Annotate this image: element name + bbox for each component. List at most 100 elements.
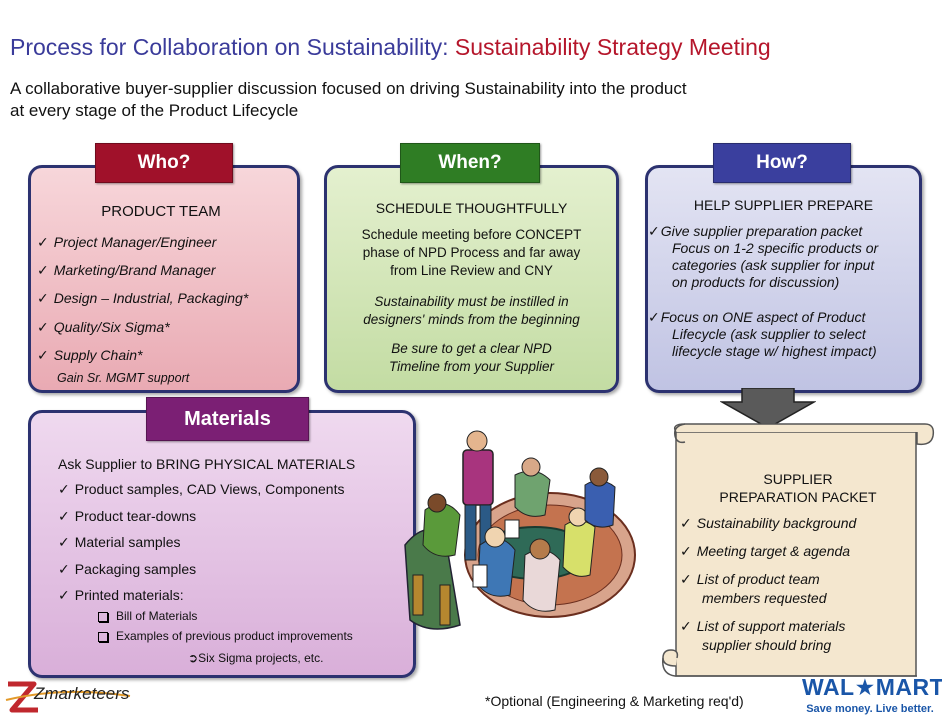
who-item-label: Supply Chain* bbox=[53, 347, 143, 363]
packet-title-line: PREPARATION PACKET bbox=[719, 489, 877, 505]
packet-title-line: SUPPLIER bbox=[763, 471, 833, 487]
materials-tab: Materials bbox=[146, 397, 309, 441]
checkbox-icon bbox=[98, 611, 108, 622]
materials-item-label: Product tear-downs bbox=[74, 508, 197, 524]
when-line: designers' minds from the beginning bbox=[363, 312, 580, 327]
page-title: Process for Collaboration on Sustainabil… bbox=[10, 34, 771, 61]
when-heading: SCHEDULE THOUGHTFULLY bbox=[375, 200, 568, 216]
packet-item: ✓List of product team bbox=[680, 570, 856, 589]
check-icon: ✓ bbox=[680, 571, 692, 587]
who-note: Gain Sr. MGMT support bbox=[57, 371, 190, 385]
packet-item-label: members requested bbox=[702, 590, 827, 606]
walmart-logo: WAL★MART Save money. Live better. bbox=[802, 674, 942, 720]
how-line: lifecycle stage w/ highest impact) bbox=[672, 343, 877, 359]
check-icon: ✓ bbox=[680, 543, 692, 559]
materials-sub-item: Bill of Materials bbox=[98, 609, 197, 623]
when-line: Timeline from your Supplier bbox=[389, 359, 554, 374]
packet-content: SUPPLIER PREPARATION PACKET ✓Sustainabil… bbox=[680, 470, 916, 653]
when-panel: SCHEDULE THOUGHTFULLY Schedule meeting b… bbox=[324, 165, 619, 393]
check-icon: ✓ bbox=[58, 534, 70, 550]
how-heading: HELP SUPPLIER PREPARE bbox=[693, 197, 874, 213]
who-item: ✓Marketing/Brand Manager bbox=[37, 262, 216, 279]
footer-note: *Optional (Engineering & Marketing req'd… bbox=[485, 693, 744, 709]
check-icon: ✓ bbox=[648, 309, 660, 325]
right-arrow-icon: ➲ bbox=[188, 651, 199, 665]
check-icon: ✓ bbox=[680, 618, 692, 634]
who-panel: PRODUCT TEAM ✓Project Manager/Engineer ✓… bbox=[28, 165, 300, 393]
when-line: Schedule meeting before CONCEPT bbox=[361, 227, 582, 242]
check-icon: ✓ bbox=[37, 290, 49, 306]
who-item: ✓Supply Chain* bbox=[37, 347, 142, 364]
down-arrow-icon bbox=[720, 388, 816, 429]
how-line: categories (ask supplier for input bbox=[672, 257, 875, 273]
zmarketeers-logo-mark bbox=[5, 681, 131, 713]
how-panel: HELP SUPPLIER PREPARE ✓Give supplier pre… bbox=[645, 165, 922, 393]
packet-item: ✓Meeting target & agenda bbox=[680, 542, 856, 561]
when-paragraph-1: Schedule meeting before CONCEPT phase of… bbox=[327, 226, 616, 280]
materials-item-label: Product samples, CAD Views, Components bbox=[74, 481, 345, 497]
check-icon: ✓ bbox=[37, 319, 49, 335]
materials-arrow-note-label: Six Sigma projects, etc. bbox=[198, 651, 324, 665]
check-icon: ✓ bbox=[58, 587, 70, 603]
packet-title: SUPPLIER PREPARATION PACKET bbox=[680, 470, 916, 506]
materials-item: ✓Printed materials: bbox=[58, 587, 184, 604]
who-item-label: Marketing/Brand Manager bbox=[53, 262, 216, 278]
materials-sub-item-label: Bill of Materials bbox=[116, 609, 198, 623]
meeting-illustration bbox=[404, 430, 636, 630]
check-icon: ✓ bbox=[680, 515, 692, 531]
who-tab: Who? bbox=[95, 143, 233, 183]
check-icon: ✓ bbox=[37, 347, 49, 363]
how-line: Focus on 1-2 specific products or bbox=[672, 240, 879, 256]
packet-item-label: List of product team bbox=[696, 571, 820, 587]
title-main: Process for Collaboration on Sustainabil… bbox=[10, 34, 449, 60]
materials-item-label: Material samples bbox=[74, 534, 181, 550]
walmart-tagline: Save money. Live better. bbox=[806, 703, 934, 715]
when-paragraph-2: Sustainability must be instilled in desi… bbox=[327, 293, 616, 329]
intro-line-1: A collaborative buyer-supplier discussio… bbox=[10, 79, 687, 98]
scroll-icon bbox=[662, 423, 935, 677]
walmart-logo-name: WAL★MART bbox=[802, 674, 942, 700]
materials-arrow-note: ➲Six Sigma projects, etc. bbox=[188, 651, 323, 665]
materials-panel: Ask Supplier to BRING PHYSICAL MATERIALS… bbox=[28, 410, 416, 678]
zmarketeers-logo: Zmarketeers bbox=[4, 676, 134, 716]
when-line: from Line Review and CNY bbox=[390, 263, 553, 278]
how-line: Lifecycle (ask supplier to select bbox=[672, 326, 866, 342]
packet-item-label: List of support materials bbox=[696, 618, 846, 634]
packet-item-label: supplier should bring bbox=[702, 637, 832, 653]
who-item: ✓Design – Industrial, Packaging* bbox=[37, 290, 248, 307]
materials-sub-item-label: Examples of previous product improvement… bbox=[116, 629, 353, 643]
packet-item: ✓List of support materials bbox=[680, 617, 856, 636]
how-line: on products for discussion) bbox=[672, 274, 840, 290]
materials-item: ✓Product tear-downs bbox=[58, 508, 196, 525]
intro-text: A collaborative buyer-supplier discussio… bbox=[10, 78, 890, 122]
who-item-label: Quality/Six Sigma* bbox=[53, 319, 170, 335]
check-icon: ✓ bbox=[37, 234, 49, 250]
title-subtitle: Sustainability Strategy Meeting bbox=[454, 34, 771, 60]
check-icon: ✓ bbox=[58, 481, 70, 497]
materials-intro: Ask Supplier to BRING PHYSICAL MATERIALS bbox=[58, 456, 356, 472]
check-icon: ✓ bbox=[37, 262, 49, 278]
materials-item: ✓Product samples, CAD Views, Components bbox=[58, 481, 344, 498]
materials-item-label: Printed materials: bbox=[74, 587, 184, 603]
checkbox-icon bbox=[98, 631, 108, 642]
who-item-label: Design – Industrial, Packaging* bbox=[53, 290, 249, 306]
materials-item-label: Packaging samples bbox=[74, 561, 197, 577]
when-line: Be sure to get a clear NPD bbox=[391, 341, 552, 356]
packet-list: ✓Sustainability background ✓Meeting targ… bbox=[680, 514, 856, 655]
who-item: ✓Project Manager/Engineer bbox=[37, 234, 216, 251]
when-line: phase of NPD Process and far away bbox=[362, 245, 581, 260]
check-icon: ✓ bbox=[58, 561, 70, 577]
check-icon: ✓ bbox=[648, 223, 660, 239]
how-line: Give supplier preparation packet bbox=[660, 223, 863, 239]
materials-sub-item: Examples of previous product improvement… bbox=[98, 629, 353, 643]
how-point-1: ✓Give supplier preparation packet Focus … bbox=[648, 223, 878, 291]
materials-item: ✓Material samples bbox=[58, 534, 181, 551]
when-line: Sustainability must be instilled in bbox=[374, 294, 569, 309]
how-line: Focus on ONE aspect of Product bbox=[660, 309, 866, 325]
who-item-label: Project Manager/Engineer bbox=[53, 234, 217, 250]
who-heading: PRODUCT TEAM bbox=[101, 203, 221, 220]
when-paragraph-3: Be sure to get a clear NPD Timeline from… bbox=[327, 340, 616, 376]
how-point-2: ✓Focus on ONE aspect of Product Lifecycl… bbox=[648, 309, 877, 360]
materials-item: ✓Packaging samples bbox=[58, 561, 196, 578]
packet-item: ✓Sustainability background bbox=[680, 514, 856, 533]
